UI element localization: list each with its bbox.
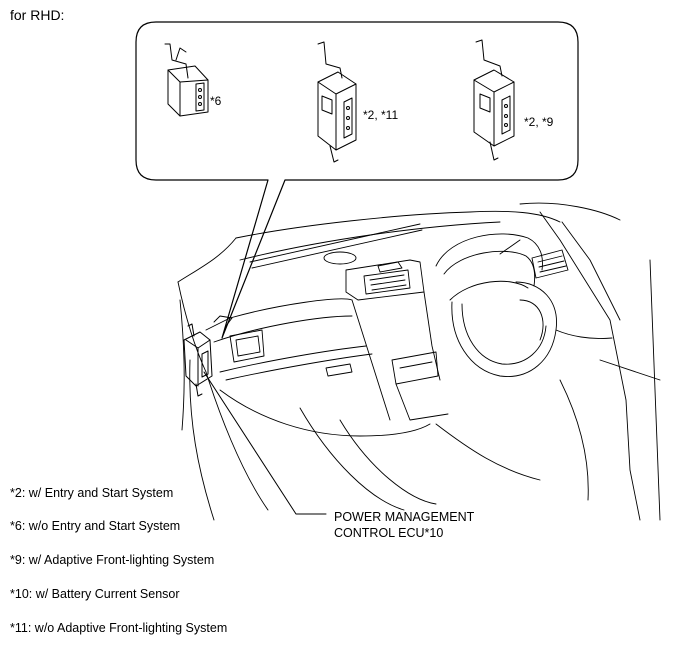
callout-frame: [135, 21, 579, 339]
ecu-variant-1-drawing: [164, 43, 209, 117]
diagram-title: for RHD:: [10, 7, 65, 23]
ecu-variant-3-drawing: [473, 39, 515, 161]
part-label-line-1: POWER MANAGEMENT: [334, 510, 475, 524]
part-leader-line: [203, 371, 327, 515]
legend-item: *10: w/ Battery Current Sensor: [10, 587, 180, 601]
dashboard-drawing: [177, 202, 661, 521]
callout-ecu-variant-2: *2, *11: [363, 108, 399, 122]
legend-item: *9: w/ Adaptive Front-lighting System: [10, 553, 215, 567]
legend-item: *2: w/ Entry and Start System: [10, 486, 174, 500]
legend-item: *6: w/o Entry and Start System: [10, 519, 181, 533]
callout-ecu-variant-3: *2, *9: [524, 115, 554, 129]
legend-item: *11: w/o Adaptive Front-lighting System: [10, 621, 228, 635]
ecu-installed-drawing: [183, 323, 213, 397]
ecu-variant-2-drawing: [317, 41, 357, 163]
part-label-line-2: CONTROL ECU*10: [334, 526, 444, 540]
callout-ecu-variant-1: *6: [210, 94, 222, 108]
